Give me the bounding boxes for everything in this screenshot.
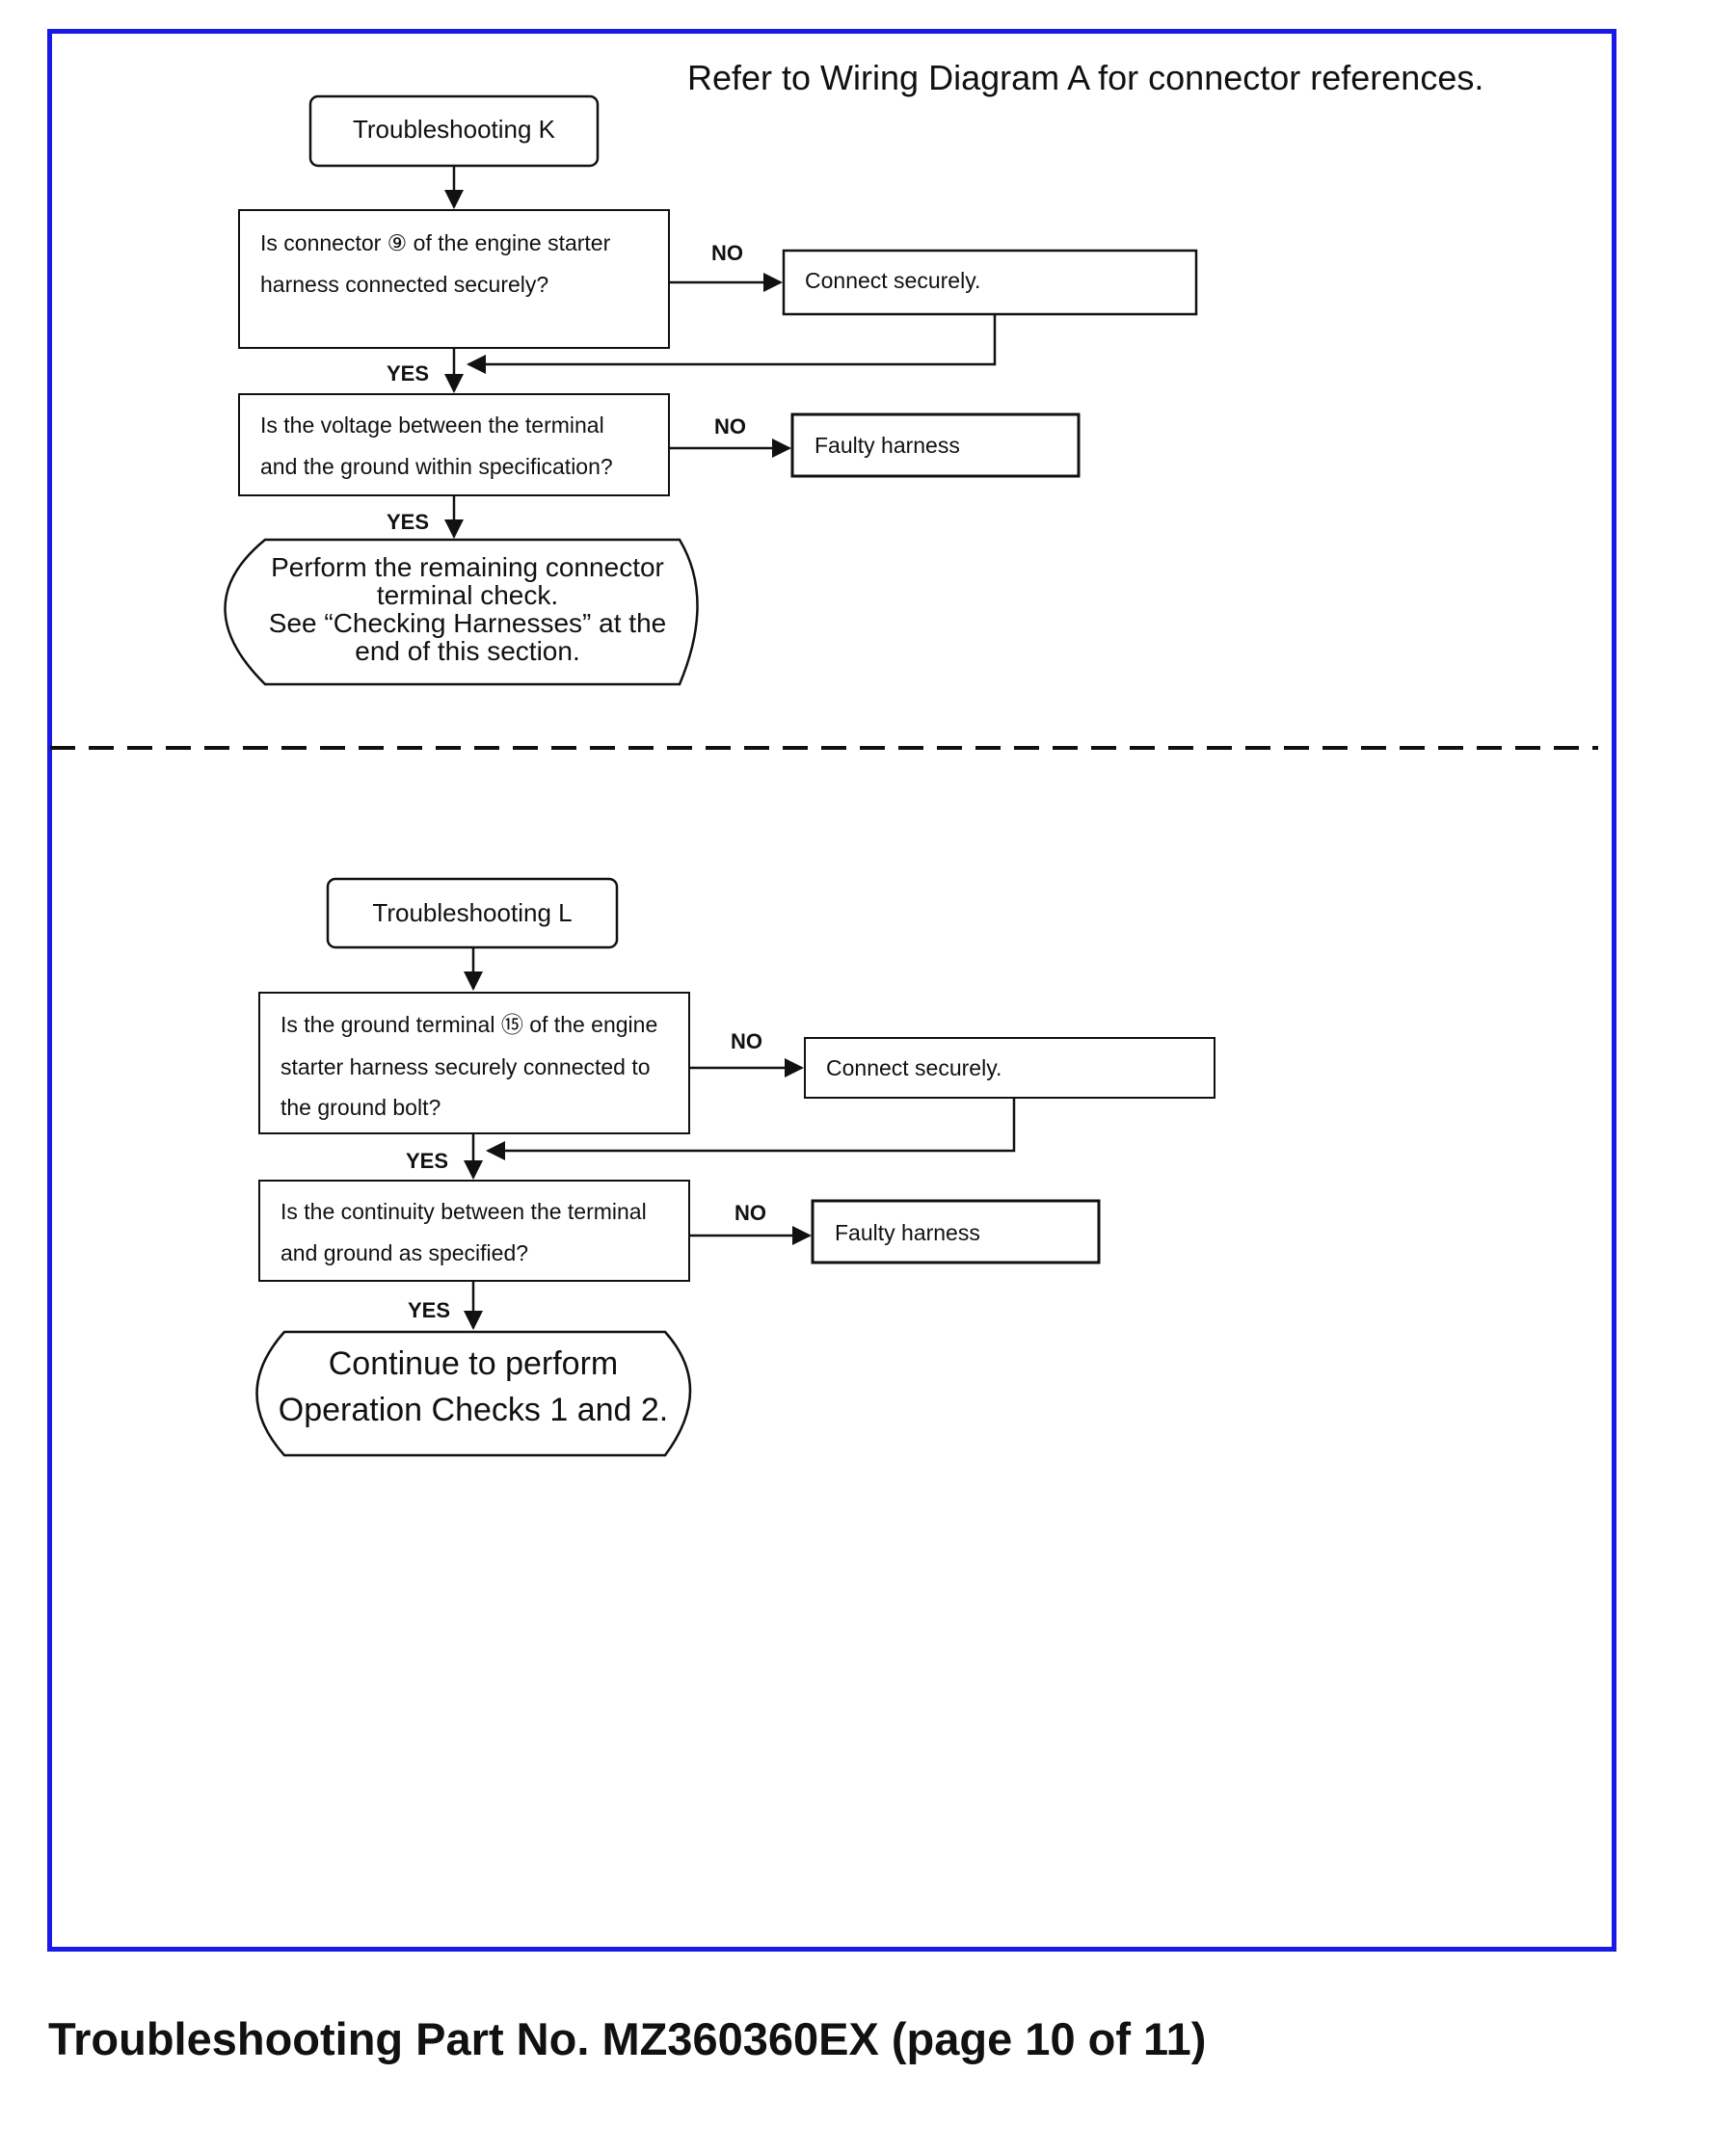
l-q1-no-action: Connect securely.: [826, 1055, 1002, 1080]
l-q2-line2: and ground as specified?: [280, 1240, 528, 1265]
l-q2-yes-label: YES: [408, 1298, 450, 1322]
l-title: Troubleshooting L: [372, 898, 572, 927]
k-end-terminator: [224, 538, 699, 686]
l-return-line: [486, 1098, 1016, 1160]
k-q1-no-box: [782, 249, 1198, 316]
l-q1-line3: the ground bolt?: [280, 1095, 441, 1120]
k-q2-no-box: [790, 412, 1081, 478]
l-q1-line2: starter harness securely connected to: [280, 1054, 651, 1079]
l-q1-yes-label: YES: [406, 1149, 448, 1173]
wiring-note: Refer to Wiring Diagram A for connector …: [687, 58, 1483, 97]
k-return-line: [467, 314, 997, 374]
l-q2-no-action: Faulty harness: [835, 1220, 980, 1245]
k-end-line4: end of this section.: [355, 636, 579, 666]
l-q2-no-label: NO: [734, 1201, 766, 1225]
k-q2-no-action: Faulty harness: [815, 433, 960, 458]
k-q1-line1: Is connector ⑨ of the engine starter: [260, 230, 611, 255]
l-q2-line1: Is the continuity between the terminal: [280, 1199, 647, 1224]
k-q2-line2: and the ground within specification?: [260, 454, 613, 479]
k-q2-yes-label: YES: [387, 510, 429, 534]
k-q2-line1: Is the voltage between the terminal: [260, 412, 604, 438]
k-title: Troubleshooting K: [353, 115, 556, 144]
k-end-line1: Perform the remaining connector: [271, 552, 664, 582]
l-end-line1: Continue to perform: [329, 1345, 619, 1382]
k-end-line2: terminal check.: [377, 580, 558, 610]
l-end-line2: Operation Checks 1 and 2.: [279, 1392, 668, 1428]
l-q2-box: [258, 1180, 690, 1282]
l-q1-no-box: [804, 1037, 1215, 1099]
k-q1-no-label: NO: [711, 241, 743, 265]
k-q1-line2: harness connected securely?: [260, 272, 548, 297]
l-q1-no-label: NO: [731, 1029, 762, 1053]
l-end-terminator: [255, 1330, 692, 1457]
k-q2-box: [238, 393, 670, 496]
k-q2-no-label: NO: [714, 414, 746, 439]
k-end-line3: See “Checking Harnesses” at the: [269, 608, 666, 638]
page-footer: Troubleshooting Part No. MZ360360EX (pag…: [48, 2013, 1207, 2064]
diagram-frame: [47, 29, 1616, 1952]
k-q1-no-action: Connect securely.: [805, 268, 980, 293]
k-q1-yes-label: YES: [387, 361, 429, 386]
l-q1-line1: Is the ground terminal ⑮ of the engine: [280, 1012, 657, 1037]
l-q2-no-box: [811, 1199, 1101, 1264]
